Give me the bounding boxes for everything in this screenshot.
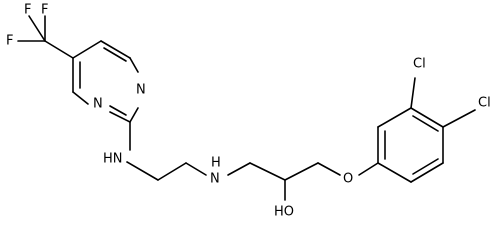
bond-ar3-cl (410, 77, 416, 109)
amine-linker-chain (126, 121, 379, 201)
pyrimidine-nitrogen-label-2: N (93, 97, 103, 112)
bond-ch2-o (317, 162, 341, 176)
structure-diagram: F F F N N HN H N HO O Cl Cl (6, 3, 491, 220)
chlorine-label-1: Cl (413, 57, 426, 72)
bond-c5-c6-double (103, 47, 127, 62)
bond-c6-n1 (129, 57, 139, 73)
bond-ar5-ar6 (410, 162, 444, 183)
bond-nh-ch2 (126, 161, 159, 181)
chain-amine-h-label: H (211, 156, 221, 171)
bond-n3-c4 (72, 91, 89, 105)
bond-c2-n3-double (109, 105, 127, 116)
bond-n-ch2 (227, 162, 251, 176)
fluorine-label-3: F (41, 3, 48, 18)
bond-c2-n3 (109, 111, 131, 123)
bond-ch2-ch2 (157, 162, 187, 181)
chain-amine-n-label: N (210, 172, 220, 187)
bond-ch2-n (185, 162, 207, 176)
chlorine-label-2: Cl (478, 96, 491, 111)
bond-n1-c2 (129, 107, 139, 123)
aryl-amine-label: HN (103, 152, 123, 167)
bond-o-aryl (358, 162, 379, 176)
bond-ar5-ar6-double (412, 158, 439, 175)
bond-c-f1 (28, 15, 46, 42)
bond-ar3-ar4 (410, 107, 444, 128)
atom-labels: F F F N N HN H N HO O Cl Cl (6, 3, 491, 220)
pyrimidine-ring (72, 40, 139, 123)
bond-ar2-ar3 (377, 107, 412, 128)
hydroxyl-label: HO (274, 205, 294, 220)
bond-ar3-ar4-double (412, 115, 439, 132)
fluorine-label-2: F (6, 34, 13, 49)
bond-c4-c5 (72, 40, 102, 59)
bond-choh-ch2 (284, 162, 319, 181)
fluorine-label-1: F (24, 3, 31, 18)
pyrimidine-nitrogen-label-1: N (136, 83, 146, 98)
ether-oxygen-label: O (343, 172, 353, 187)
bond-c5-c6 (100, 40, 131, 59)
bond-ar4-cl (442, 109, 476, 128)
bond-ar6-ar1 (377, 162, 412, 183)
molecule-drawing: F F F N N HN H N HO O Cl Cl (6, 3, 491, 220)
trifluoromethyl-group (17, 15, 74, 59)
dichlorophenyl-ring (377, 77, 476, 183)
bond-cf3-ring (44, 40, 74, 59)
bond-ch2-choh (249, 162, 286, 181)
